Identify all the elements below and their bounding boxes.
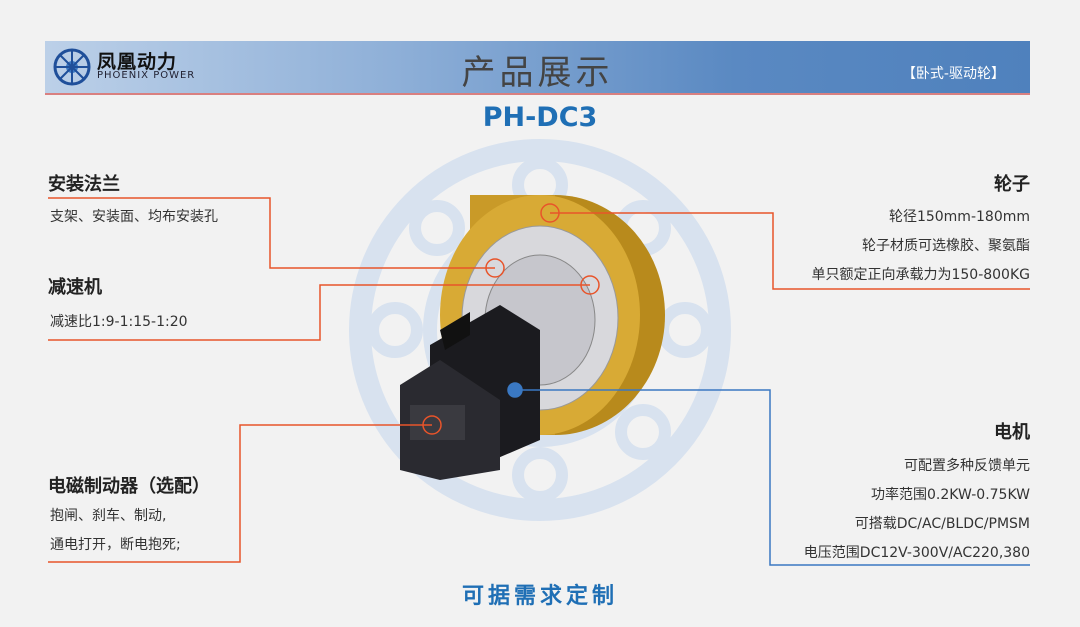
- logo-subtext: PHOENIX POWER: [97, 70, 196, 81]
- page-title: 产品展示: [461, 53, 614, 93]
- motor-desc-4: 电压范围DC12V-300V/AC220,380: [803, 545, 1030, 561]
- model-name: PH-DC3: [482, 102, 598, 133]
- flange-title: 安装法兰: [48, 174, 120, 195]
- target-markers: [422, 203, 600, 435]
- motor-title: 电机: [994, 422, 1030, 443]
- motor-desc-2: 功率范围0.2KW-0.75KW: [871, 487, 1030, 503]
- wheel-title: 轮子: [994, 174, 1030, 195]
- logo-text: 凤凰动力: [97, 51, 178, 73]
- reducer-desc: 减速比1:9-1:15-1:20: [50, 314, 188, 330]
- brake-title: 电磁制动器（选配）: [48, 476, 210, 497]
- header-bar: 凤凰动力 PHOENIX POWER 产品展示 【卧式-驱动轮】: [45, 41, 1030, 95]
- motor-graphic: [400, 305, 540, 480]
- reducer-title: 减速机: [48, 277, 102, 298]
- wheel-desc-3: 单只额定正向承载力为150-800KG: [811, 267, 1030, 283]
- footer-slogan: 可据需求定制: [461, 583, 618, 609]
- motor-desc-1: 可配置多种反馈单元: [904, 458, 1030, 474]
- brake-desc-2: 通电打开，断电抱死;: [50, 537, 181, 553]
- flange-desc: 支架、安装面、均布安装孔: [50, 209, 218, 225]
- logo-wheel-icon: [53, 48, 91, 86]
- wheel-desc-2: 轮子材质可选橡胶、聚氨酯: [862, 238, 1030, 254]
- category-tag: 【卧式-驱动轮】: [901, 66, 1005, 82]
- leader-lines: [48, 197, 1030, 566]
- brake-desc-1: 抱闸、刹车、制动,: [50, 508, 167, 524]
- motor-desc-3: 可搭载DC/AC/BLDC/PMSM: [854, 516, 1030, 532]
- wheel-desc-1: 轮径150mm-180mm: [888, 209, 1030, 225]
